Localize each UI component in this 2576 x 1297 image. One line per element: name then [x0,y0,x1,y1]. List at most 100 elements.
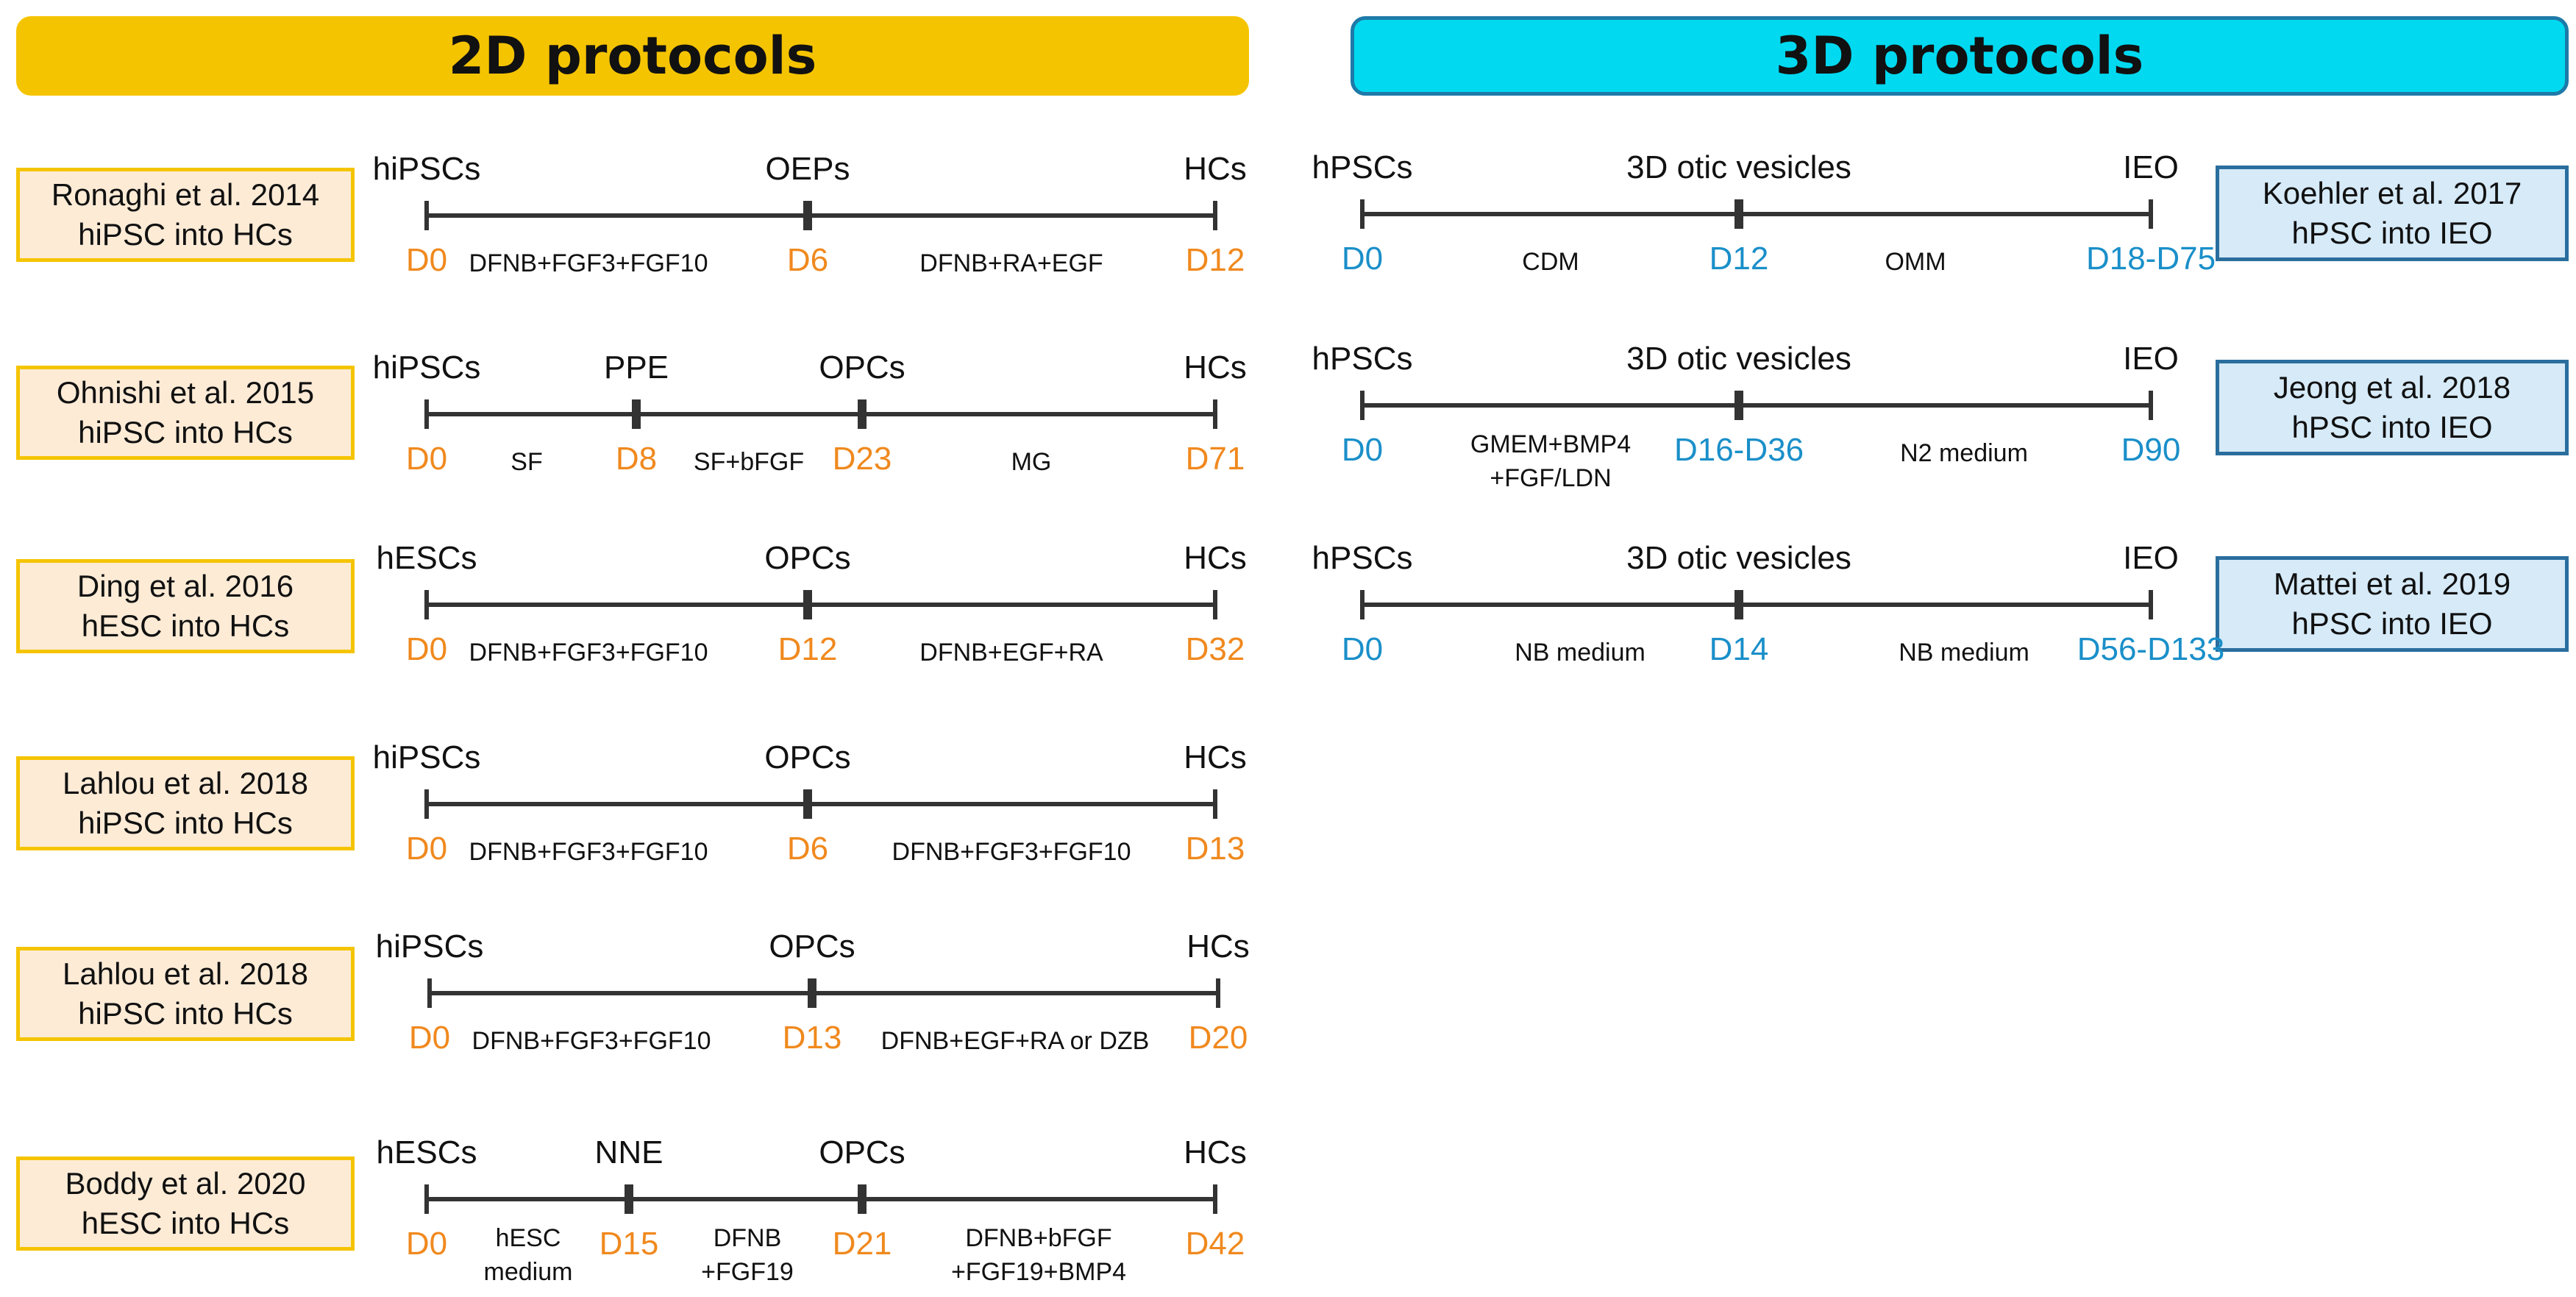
medium-label: DFNB+EGF+RA [919,636,1103,669]
medium-line: NB medium [1515,639,1645,667]
reference-description: hPSC into IEO [2291,606,2493,641]
stage-label: hiPSCs [372,739,481,775]
medium-label: DFNB+FGF3+FGF10 [472,1024,711,1058]
stage-label: hPSCs [1312,540,1413,576]
stage-label: hESCs [376,1134,477,1170]
reference-citation: Lahlou et al. 2018 [63,956,308,991]
medium-line: NB medium [1899,639,2029,667]
medium-label: OMM [1885,245,1946,279]
day-label: D13 [782,1020,842,1056]
day-label: D13 [1185,831,1245,867]
reference-box: Jeong et al. 2018 hPSC into IEO [2216,360,2569,455]
stage-label: OPCs [819,1134,905,1170]
reference-citation: Ding et al. 2016 [77,569,294,603]
reference-citation: Boddy et al. 2020 [65,1166,306,1201]
stage-label: HCs [1184,349,1247,385]
stage-label: OEPs [765,151,850,187]
medium-line: CDM [1522,248,1579,276]
reference-description: hPSC into IEO [2291,410,2493,444]
medium-label: DFNB+FGF3+FGF10 [469,636,708,669]
day-label: D20 [1188,1020,1248,1056]
medium-line: DFNB+EGF+RA or DZB [880,1027,1150,1055]
stage-label: PPE [603,349,669,385]
medium-label: NB medium [1899,636,2029,669]
medium-label: DFNB+RA+EGF [919,246,1103,280]
reference-citation: Lahlou et al. 2018 [63,766,308,800]
header-3d-protocols: 3D protocols [1351,16,2569,96]
day-label: D21 [832,1226,892,1262]
medium-line: DFNB [713,1224,782,1252]
day-label: D12 [1709,241,1769,277]
medium-label: DFNB+bFGF+FGF19+BMP4 [951,1221,1126,1289]
day-label: D8 [615,441,658,477]
day-label: D12 [1185,242,1245,278]
day-label: D0 [1341,241,1384,277]
day-label: D32 [1185,631,1245,667]
day-label: D0 [1341,631,1384,667]
reference-citation: Jeong et al. 2018 [2273,370,2511,405]
medium-label: MG [1011,445,1052,479]
medium-line: SF+bFGF [693,448,805,476]
medium-line: medium [483,1258,573,1286]
stage-label: HCs [1184,739,1247,775]
reference-description: hiPSC into HCs [78,806,293,840]
reference-citation: Ronaghi et al. 2014 [51,177,320,212]
medium-line: +FGF19+BMP4 [950,1258,1127,1286]
medium-line: DFNB+FGF3+FGF10 [472,1027,711,1055]
day-label: D71 [1185,441,1245,477]
stage-label: IEO [2123,341,2179,377]
medium-label: DFNB+FGF3+FGF10 [469,835,708,869]
day-label: D90 [2121,432,2181,468]
day-label: D0 [405,242,448,278]
day-label: D6 [786,242,829,278]
medium-label: GMEM+BMP4+FGF/LDN [1470,427,1631,495]
stage-label: hiPSCs [375,928,484,964]
reference-description: hESC into HCs [81,1206,290,1240]
reference-description: hiPSC into HCs [78,996,293,1031]
reference-box: Boddy et al. 2020 hESC into HCs [16,1156,355,1251]
day-label: D0 [405,441,448,477]
day-label: D0 [405,1226,448,1262]
day-label: D18-D75 [2085,241,2216,277]
day-label: D12 [778,631,838,667]
medium-label: DFNB+FGF3+FGF10 [892,835,1131,869]
day-label: D0 [1341,432,1384,468]
stage-label: OPCs [769,928,855,964]
day-label: D14 [1709,631,1769,667]
medium-line: DFNB+FGF3+FGF10 [469,249,708,277]
stage-label: HCs [1184,151,1247,187]
day-label: D16-D36 [1673,432,1804,468]
day-label: D15 [599,1226,659,1262]
reference-box: Lahlou et al. 2018 hiPSC into HCs [16,947,355,1041]
stage-label: OPCs [764,540,851,576]
medium-label: DFNB+FGF3+FGF10 [469,246,708,280]
medium-label: SF+bFGF [694,445,804,479]
medium-label: DFNB +FGF19 [701,1221,794,1289]
medium-line: DFNB+FGF3+FGF10 [892,838,1131,866]
reference-citation: Koehler et al. 2017 [2262,176,2522,210]
medium-line: OMM [1885,248,1946,276]
stage-label: hiPSCs [372,349,481,385]
stage-label: 3D otic vesicles [1626,540,1851,576]
stage-label: HCs [1186,928,1250,964]
reference-description: hiPSC into HCs [78,217,293,252]
day-label: D0 [408,1020,451,1056]
day-label: D56-D133 [2077,631,2225,667]
reference-description: hiPSC into HCs [78,415,293,449]
medium-line: GMEM+BMP4 [1470,430,1632,458]
stage-label: 3D otic vesicles [1626,341,1851,377]
medium-line: +FGF19 [701,1258,794,1286]
stage-label: hPSCs [1312,149,1413,185]
